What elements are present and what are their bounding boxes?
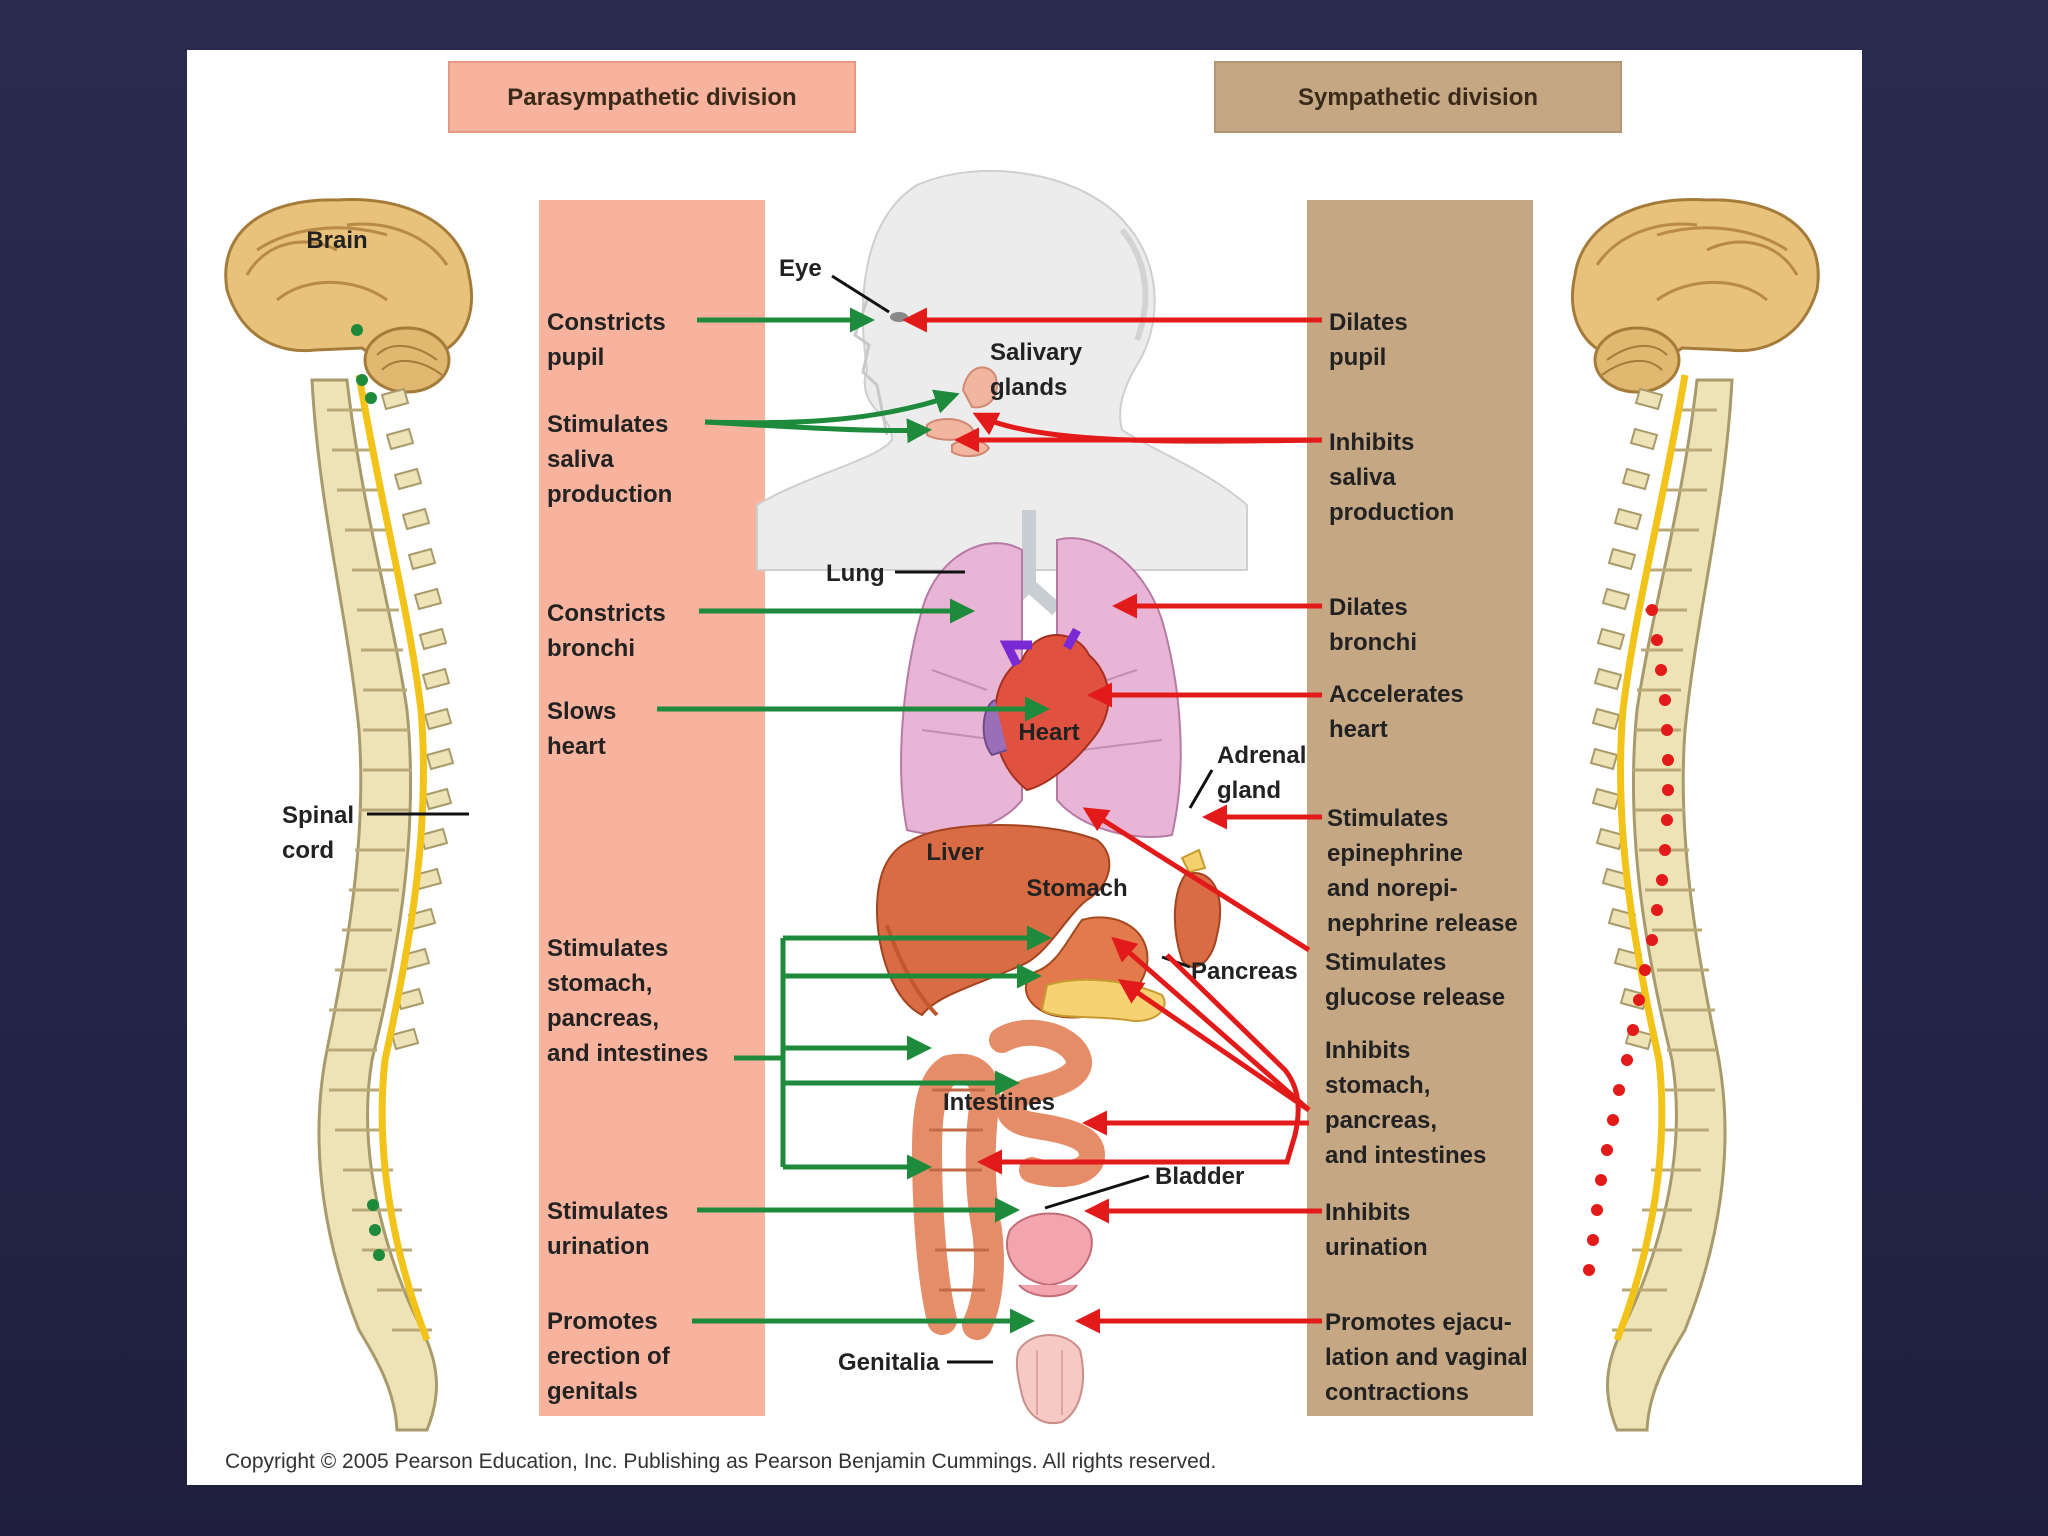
para-bronchi-2: bronchi bbox=[547, 635, 635, 662]
para-pupil-2: pupil bbox=[547, 344, 604, 371]
para-saliva-1: Stimulates bbox=[547, 411, 668, 438]
bladder-label: Bladder bbox=[1155, 1163, 1244, 1190]
para-saliva-3: production bbox=[547, 481, 672, 508]
salivary-gland-2 bbox=[926, 418, 975, 441]
symp-genitals-2: lation and vaginal bbox=[1325, 1344, 1528, 1371]
para-genitals-2: erection of bbox=[547, 1343, 671, 1370]
head-silhouette bbox=[756, 169, 1248, 571]
copyright: Copyright © 2005 Pearson Education, Inc.… bbox=[225, 1450, 1216, 1473]
red-arrow-glucose bbox=[1082, 807, 1311, 953]
parasympathetic-effects: Constricts pupil Stimulates saliva produ… bbox=[547, 309, 708, 1405]
sympathetic-band bbox=[1307, 200, 1533, 1416]
intestines-label: Intestines bbox=[943, 1089, 1055, 1116]
para-bronchi-1: Constricts bbox=[547, 600, 666, 627]
left-sacral-dot bbox=[367, 1199, 379, 1211]
symp-gi-2: stomach, bbox=[1325, 1072, 1430, 1099]
symp-adrenal-3: and norepi- bbox=[1327, 875, 1458, 902]
parasympathetic-band bbox=[539, 200, 765, 1416]
symp-pupil-1: Dilates bbox=[1329, 309, 1408, 336]
symp-genitals-3: contractions bbox=[1325, 1379, 1469, 1406]
parasympathetic-header-box bbox=[448, 61, 856, 133]
left-brainstem-dot bbox=[351, 324, 363, 336]
symp-adrenal-2: epinephrine bbox=[1327, 840, 1463, 867]
bladder-shape bbox=[1005, 1212, 1093, 1287]
heart-label: Heart bbox=[1018, 719, 1079, 746]
symp-saliva-1: Inhibits bbox=[1329, 429, 1414, 456]
symp-heart-1: Accelerates bbox=[1329, 681, 1464, 708]
left-vertebral-column bbox=[310, 378, 438, 1432]
symp-heart-2: heart bbox=[1329, 716, 1388, 743]
slide: Parasympathetic division Sympathetic div… bbox=[187, 50, 1862, 1485]
lung-label: Lung bbox=[826, 560, 885, 587]
symp-glucose-1: Stimulates bbox=[1325, 949, 1446, 976]
para-pupil-1: Constricts bbox=[547, 309, 666, 336]
para-gi-4: and intestines bbox=[547, 1040, 708, 1067]
sympathetic-effects: Dilates pupil Inhibits saliva production… bbox=[1325, 309, 1528, 1406]
large-intestine bbox=[911, 1053, 1004, 1340]
right-vertebral-column bbox=[1606, 378, 1734, 1432]
symp-adrenal-4: nephrine release bbox=[1327, 910, 1518, 937]
genitalia-label: Genitalia bbox=[838, 1349, 940, 1376]
right-spinal-cord bbox=[1613, 374, 1689, 1342]
adrenal-leader bbox=[1188, 769, 1214, 809]
bladder-leader bbox=[1044, 1174, 1150, 1210]
adrenal-label-line2: gland bbox=[1217, 777, 1281, 804]
eye-label: Eye bbox=[779, 255, 822, 282]
symp-urination-1: Inhibits bbox=[1325, 1199, 1410, 1226]
spinal-label-line2: cord bbox=[282, 837, 334, 864]
symp-gi-1: Inhibits bbox=[1325, 1037, 1410, 1064]
spinal-label-line1: Spinal bbox=[282, 802, 354, 829]
symp-bronchi-2: bronchi bbox=[1329, 629, 1417, 656]
green-arrow-saliva-2 bbox=[704, 418, 932, 444]
para-heart-1: Slows bbox=[547, 698, 616, 725]
para-gi-3: pancreas, bbox=[547, 1005, 659, 1032]
para-gi-1: Stimulates bbox=[547, 935, 668, 962]
para-saliva-2: saliva bbox=[547, 446, 614, 473]
eye-shape bbox=[890, 312, 908, 322]
symp-glucose-2: glucose release bbox=[1325, 984, 1505, 1011]
para-urination-1: Stimulates bbox=[547, 1198, 668, 1225]
para-genitals-3: genitals bbox=[547, 1378, 638, 1405]
left-spinal-cord bbox=[355, 374, 431, 1342]
liver-label: Liver bbox=[926, 839, 983, 866]
symp-genitals-1: Promotes ejacu- bbox=[1325, 1309, 1512, 1336]
genitalia-shape bbox=[1015, 1334, 1084, 1425]
symp-saliva-3: production bbox=[1329, 499, 1454, 526]
ans-diagram: Parasympathetic division Sympathetic div… bbox=[224, 61, 1820, 1473]
para-genitals-1: Promotes bbox=[547, 1308, 658, 1335]
sympathetic-header: Sympathetic division bbox=[1298, 84, 1538, 111]
symp-pupil-2: pupil bbox=[1329, 344, 1386, 371]
left-brain-spine bbox=[224, 197, 473, 1432]
red-arrow-pancreas bbox=[1117, 979, 1311, 1113]
sympathetic-arrows bbox=[902, 307, 1323, 1334]
symp-adrenal-1: Stimulates bbox=[1327, 805, 1448, 832]
adrenal-label-line1: Adrenal bbox=[1217, 742, 1306, 769]
salivary-gland-1 bbox=[961, 366, 998, 409]
red-arrow-colon bbox=[977, 953, 1301, 1175]
right-brain-spine bbox=[1571, 197, 1820, 1432]
salivary-label-line2: glands bbox=[990, 374, 1067, 401]
symp-saliva-2: saliva bbox=[1329, 464, 1396, 491]
sympathetic-header-box bbox=[1214, 61, 1622, 133]
brain-label: Brain bbox=[306, 227, 367, 254]
right-thoracolumbar-dots bbox=[1583, 604, 1674, 1276]
red-arrow-stomach bbox=[1111, 936, 1311, 1112]
kidney-shape bbox=[1173, 872, 1222, 968]
salivary-label-line1: Salivary bbox=[990, 339, 1083, 366]
parasympathetic-arrows bbox=[657, 307, 1052, 1334]
human-figure bbox=[756, 169, 1248, 1425]
symp-bronchi-1: Dilates bbox=[1329, 594, 1408, 621]
pancreas-label: Pancreas bbox=[1191, 958, 1298, 985]
para-urination-2: urination bbox=[547, 1233, 650, 1260]
stomach-label: Stomach bbox=[1026, 875, 1127, 902]
parasympathetic-header: Parasympathetic division bbox=[507, 84, 796, 111]
adrenal-shape bbox=[1180, 848, 1207, 874]
symp-gi-3: pancreas, bbox=[1325, 1107, 1437, 1134]
para-gi-2: stomach, bbox=[547, 970, 652, 997]
para-heart-2: heart bbox=[547, 733, 606, 760]
symp-urination-2: urination bbox=[1325, 1234, 1428, 1261]
symp-gi-4: and intestines bbox=[1325, 1142, 1486, 1169]
eye-leader bbox=[831, 274, 890, 314]
